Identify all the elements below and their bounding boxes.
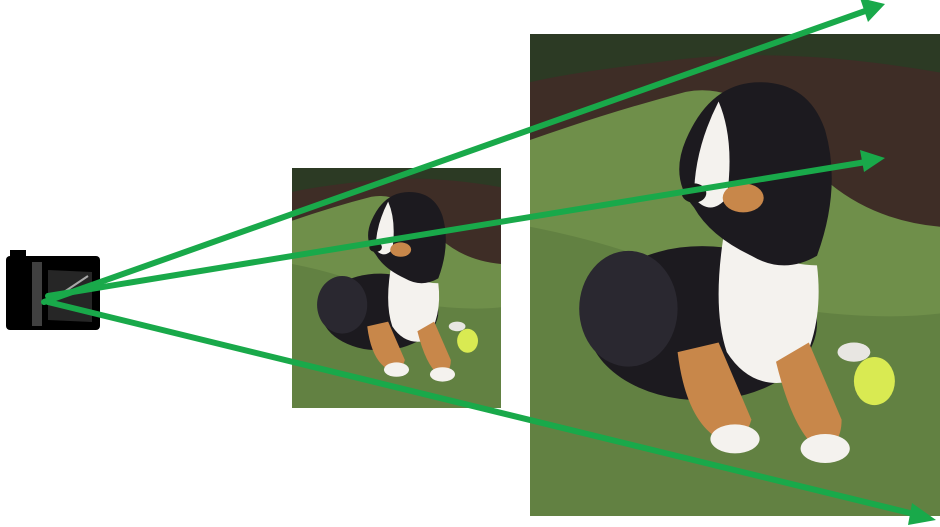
projection-diagram (0, 0, 940, 527)
